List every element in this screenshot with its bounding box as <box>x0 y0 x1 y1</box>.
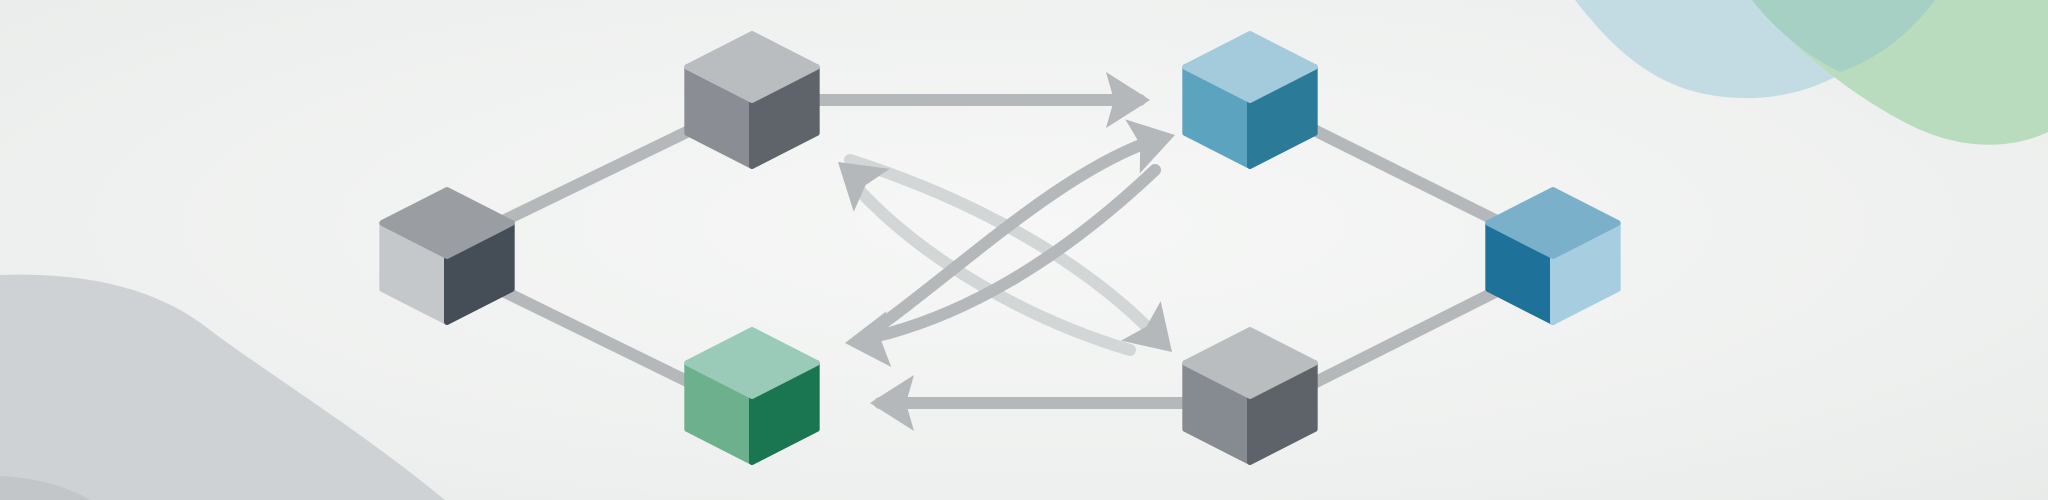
arrowhead-icon <box>838 162 890 212</box>
arrowhead-icon <box>1121 301 1172 352</box>
edge-line <box>1304 286 1501 391</box>
background-blob-left-inner <box>0 476 90 500</box>
edge-upper-right-to-sink <box>1304 122 1501 226</box>
node-cube-lower-left[interactable] <box>684 327 820 465</box>
cube-face-top <box>684 327 820 399</box>
background-blob-left <box>0 274 445 500</box>
edge-line <box>499 122 701 226</box>
node-cube-upper-right[interactable] <box>1182 31 1318 169</box>
node-cube-source[interactable] <box>379 187 515 325</box>
edge-upper-left-to-lower-right <box>844 154 1172 352</box>
arrowhead-icon <box>845 311 892 368</box>
graph-nodes <box>379 31 1621 465</box>
node-cube-upper-left[interactable] <box>684 31 820 169</box>
node-cube-lower-right[interactable] <box>1182 327 1318 465</box>
arrowhead-icon <box>1106 72 1150 128</box>
cube-face-top <box>684 31 820 103</box>
node-cube-sink[interactable] <box>1485 187 1621 325</box>
edge-source-to-upper-left <box>499 122 701 226</box>
graph-edges <box>499 72 1501 431</box>
edge-lower-right-to-lower-left <box>870 375 1191 431</box>
edge-line <box>844 174 1136 356</box>
edge-upper-left-to-upper-right <box>814 72 1150 128</box>
edge-line <box>499 286 701 391</box>
cube-face-top <box>379 187 515 259</box>
arrowhead-icon <box>870 375 914 431</box>
cube-face-top <box>1182 31 1318 103</box>
cube-face-top <box>1182 327 1318 399</box>
edge-line <box>1304 122 1501 226</box>
edge-lower-right-to-upper-left <box>838 162 1136 356</box>
edge-line <box>854 132 1166 346</box>
cube-face-top <box>1485 187 1621 259</box>
edge-source-to-lower-left <box>499 286 701 391</box>
arrowhead-icon <box>1125 119 1175 174</box>
edge-line <box>844 154 1166 346</box>
edge-line <box>854 164 1161 346</box>
background-blob-top-right-teal <box>1752 0 1935 72</box>
edge-lower-left-to-upper-right <box>854 119 1175 346</box>
edge-lower-right-to-sink <box>1304 286 1501 391</box>
edge-upper-right-to-lower-left <box>845 164 1161 368</box>
